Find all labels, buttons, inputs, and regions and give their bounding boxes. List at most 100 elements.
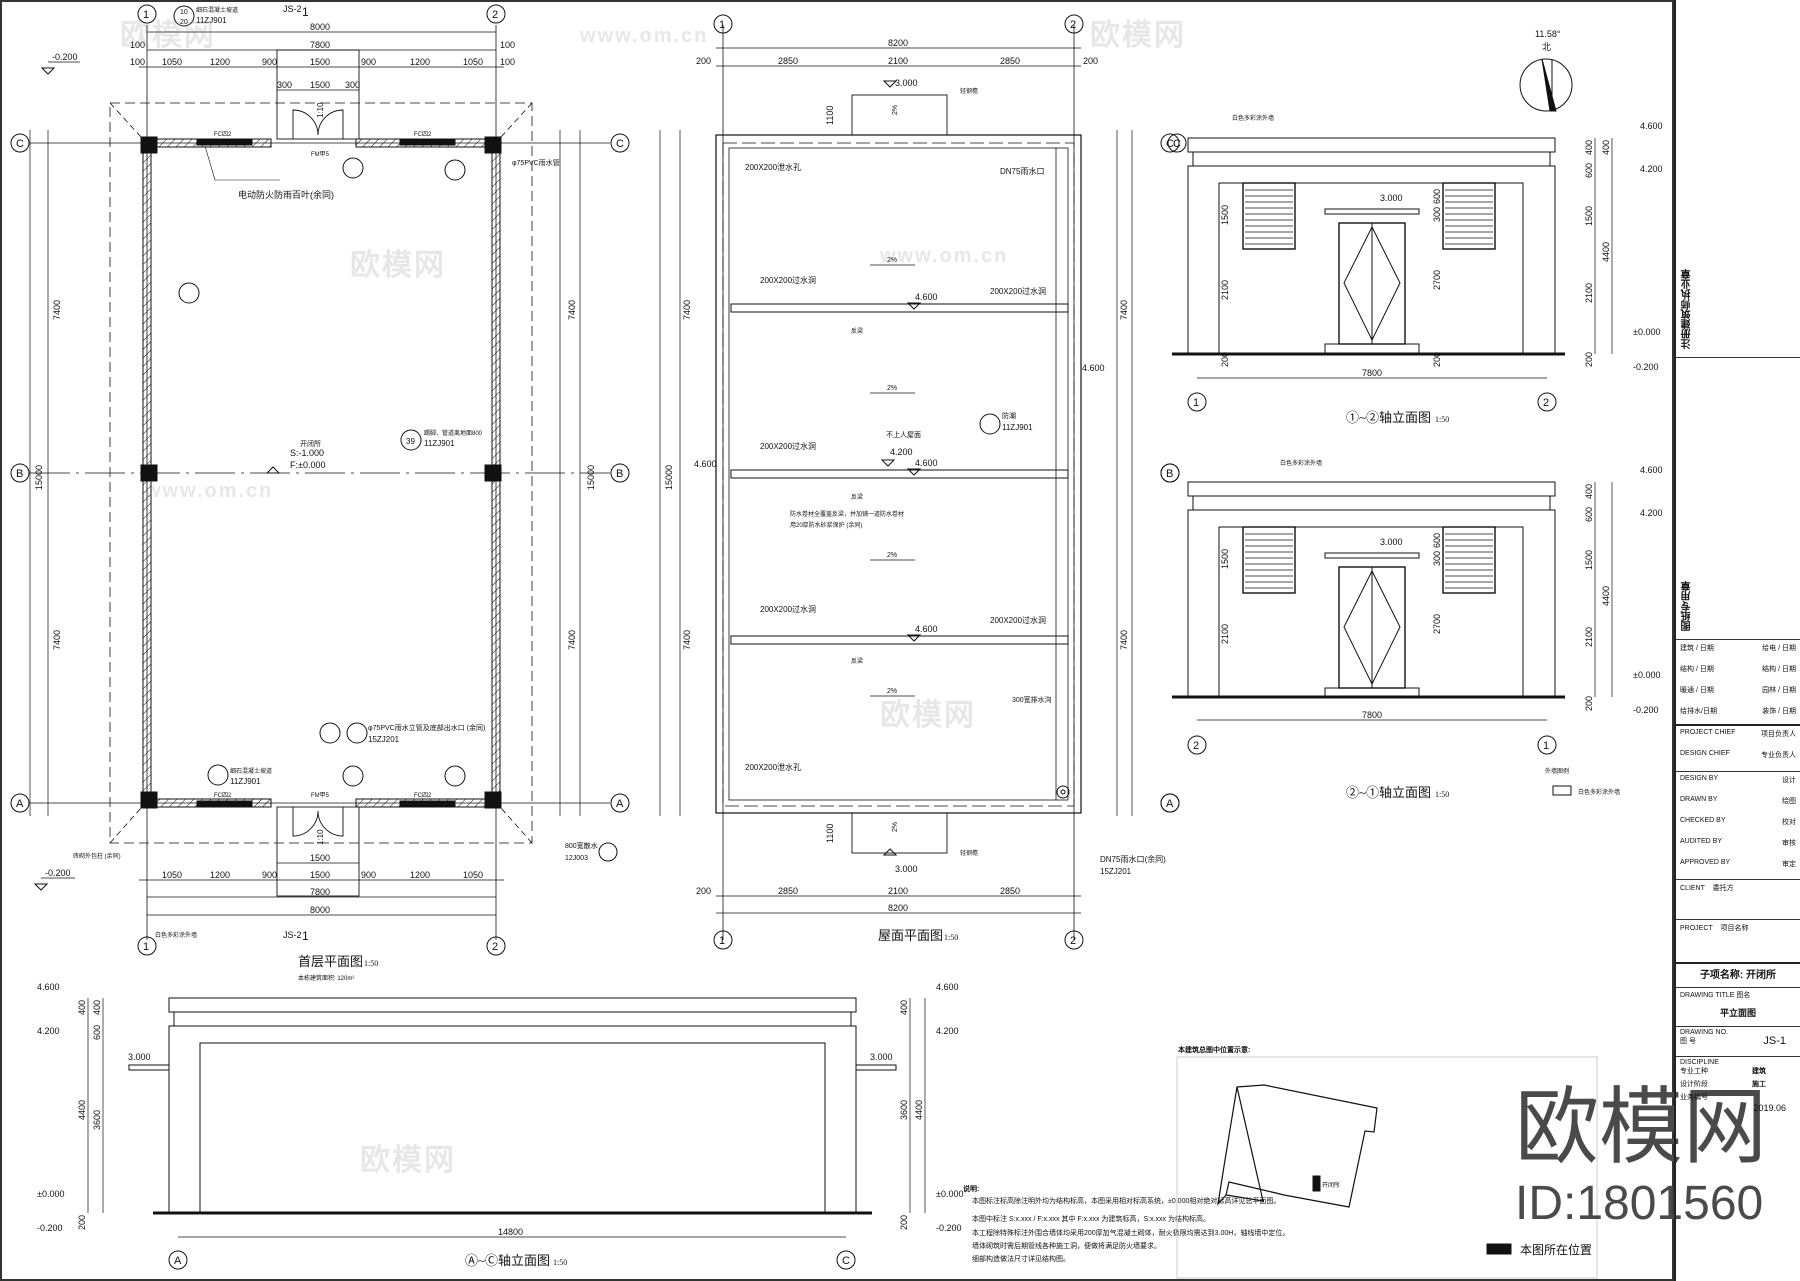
svg-text:反梁: 反梁 <box>851 493 863 501</box>
svg-text:2: 2 <box>1543 397 1549 409</box>
svg-text:2: 2 <box>492 941 498 953</box>
svg-text:踢脚、管道离地面800: 踢脚、管道离地面800 <box>424 429 483 437</box>
elevation-1-2-text: 1 2 C 7800 3.000 白色多彩涂外墙 1500 2100 200 6… <box>1173 114 1663 425</box>
svg-text:100: 100 <box>500 40 515 50</box>
project-cell: PROJECT 项目名称 <box>1676 920 1800 964</box>
svg-text:12J003: 12J003 <box>565 855 588 862</box>
svg-text:2100: 2100 <box>1584 627 1594 647</box>
svg-text:反梁: 反梁 <box>851 657 863 665</box>
elevation-1-2 <box>1167 133 1613 412</box>
svg-text:1200: 1200 <box>210 57 230 67</box>
svg-text:±0.000: ±0.000 <box>936 1189 963 1199</box>
svg-text:4.200: 4.200 <box>1640 508 1663 518</box>
svg-text:400: 400 <box>92 1000 102 1015</box>
svg-text:15000: 15000 <box>664 465 674 490</box>
svg-text:200X200过水洞: 200X200过水洞 <box>990 286 1046 296</box>
svg-text:7400: 7400 <box>52 300 62 320</box>
svg-text:屋面平面图: 屋面平面图 <box>878 928 943 943</box>
svg-text:2%: 2% <box>892 105 899 115</box>
svg-text:600: 600 <box>1584 507 1594 522</box>
svg-text:7800: 7800 <box>1362 710 1382 720</box>
title-block: 注册建筑师执业章 图纸专用章 建筑 / 日期给电 / 日期 结构 / 日期结构 … <box>1674 0 1800 1281</box>
svg-text:FC四2: FC四2 <box>214 792 232 799</box>
svg-text:15ZJ201: 15ZJ201 <box>1100 867 1132 876</box>
svg-text:3600: 3600 <box>92 1110 102 1130</box>
svg-text:1:50: 1:50 <box>944 933 958 942</box>
svg-text:400: 400 <box>1601 140 1611 155</box>
svg-text:本图标注标高除注明外均为结构标高，本图采用相对标高系统，±0: 本图标注标高除注明外均为结构标高，本图采用相对标高系统，±0.000相对绝对标高… <box>972 1196 1280 1205</box>
svg-text:2700: 2700 <box>1432 614 1442 634</box>
svg-text:100: 100 <box>500 57 515 67</box>
svg-text:B: B <box>616 468 623 480</box>
svg-text:电动防火防雨百叶(余同): 电动防火防雨百叶(余同) <box>238 189 334 200</box>
svg-text:200X200泄水孔: 200X200泄水孔 <box>745 162 801 172</box>
svg-text:200X200泄水孔: 200X200泄水孔 <box>745 762 801 772</box>
svg-text:首层平面图: 首层平面图 <box>298 954 363 969</box>
svg-text:±0.000: ±0.000 <box>1633 327 1660 337</box>
svg-text:2700: 2700 <box>1432 270 1442 290</box>
svg-text:200: 200 <box>696 56 711 66</box>
svg-text:100: 100 <box>130 40 145 50</box>
svg-text:白色多彩涂外墙: 白色多彩涂外墙 <box>1232 114 1274 122</box>
svg-text:细石混凝土坡道: 细石混凝土坡道 <box>196 6 238 14</box>
svg-text:39: 39 <box>406 437 415 446</box>
svg-text:白色多彩涂外墙: 白色多彩涂外墙 <box>1578 788 1620 796</box>
svg-text:防水卷材全覆盖反梁，并加铺一道防水卷材: 防水卷材全覆盖反梁，并加铺一道防水卷材 <box>790 510 904 518</box>
svg-text:3600: 3600 <box>899 1100 909 1120</box>
stamp2-label: 图纸专用章 <box>1682 581 1693 631</box>
svg-text:3.000: 3.000 <box>895 864 918 874</box>
svg-text:200X200过水洞: 200X200过水洞 <box>990 615 1046 625</box>
sign-row: 结构 / 日期结构 / 日期 <box>1680 666 1796 673</box>
svg-text:15000: 15000 <box>34 465 44 490</box>
svg-text:10: 10 <box>180 9 188 16</box>
svg-text:±0.000: ±0.000 <box>1633 670 1660 680</box>
svg-text:7800: 7800 <box>310 887 330 897</box>
svg-text:1200: 1200 <box>410 870 430 880</box>
svg-text:FC四2: FC四2 <box>414 792 432 799</box>
svg-text:300: 300 <box>277 80 292 90</box>
svg-text:C: C <box>16 138 24 150</box>
svg-text:反梁: 反梁 <box>851 327 863 335</box>
ground-floor-plan <box>10 4 630 956</box>
svg-text:1050: 1050 <box>162 57 182 67</box>
svg-text:4400: 4400 <box>1601 586 1611 606</box>
svg-text:FC四2: FC四2 <box>414 131 432 138</box>
svg-text:200X200过水洞: 200X200过水洞 <box>760 275 816 285</box>
svg-text:11ZJ901: 11ZJ901 <box>1002 423 1033 432</box>
svg-text:1: 1 <box>302 5 309 19</box>
svg-text:细石混凝土坡道: 细石混凝土坡道 <box>230 767 272 775</box>
svg-text:200X200过水洞: 200X200过水洞 <box>760 441 816 451</box>
ground-floor-plan-text: 1 2 1 2 C B A C B A JS-2 1 JS-2 1 8000 7… <box>16 4 624 982</box>
svg-text:4.200: 4.200 <box>936 1026 959 1036</box>
svg-text:说明:: 说明: <box>963 1184 979 1193</box>
elevation-2-1 <box>1160 463 1613 813</box>
svg-text:4.600: 4.600 <box>915 458 938 468</box>
discipline-cell: DISCIPLINE 专业工种建筑 设计阶段施工 业务编号 2019.06 <box>1680 1059 1786 1113</box>
svg-text:4.600: 4.600 <box>1640 465 1663 475</box>
svg-text:φ75PVC雨水管: φ75PVC雨水管 <box>512 158 560 167</box>
svg-text:-0.200: -0.200 <box>1633 362 1659 372</box>
svg-text:7400: 7400 <box>1119 630 1129 650</box>
svg-text:4.600: 4.600 <box>1082 363 1105 373</box>
svg-text:200: 200 <box>696 886 711 896</box>
site-key-building-label: 开闭所 <box>1322 1181 1340 1189</box>
svg-text:2850: 2850 <box>778 56 798 66</box>
svg-text:1500: 1500 <box>1220 205 1230 225</box>
svg-text:1050: 1050 <box>463 57 483 67</box>
svg-text:φ75PVC雨水立管及底部出水口 (余同): φ75PVC雨水立管及底部出水口 (余同) <box>368 723 485 732</box>
svg-text:900: 900 <box>361 870 376 880</box>
roof-plan <box>659 14 1180 950</box>
svg-text:14800: 14800 <box>498 1227 523 1237</box>
svg-text:7400: 7400 <box>682 300 692 320</box>
svg-text:300宽排水沟: 300宽排水沟 <box>1012 695 1052 704</box>
elevation-a-c-text: A C 14800 3.000 3.000 4.600 4.200 ±0.000… <box>37 982 963 1268</box>
elevation-1-2-louvers <box>1245 189 1493 245</box>
svg-text:FM甲5: FM甲5 <box>311 792 330 799</box>
svg-text:C: C <box>1166 138 1174 150</box>
svg-text:轻钢檐: 轻钢檐 <box>960 849 978 857</box>
